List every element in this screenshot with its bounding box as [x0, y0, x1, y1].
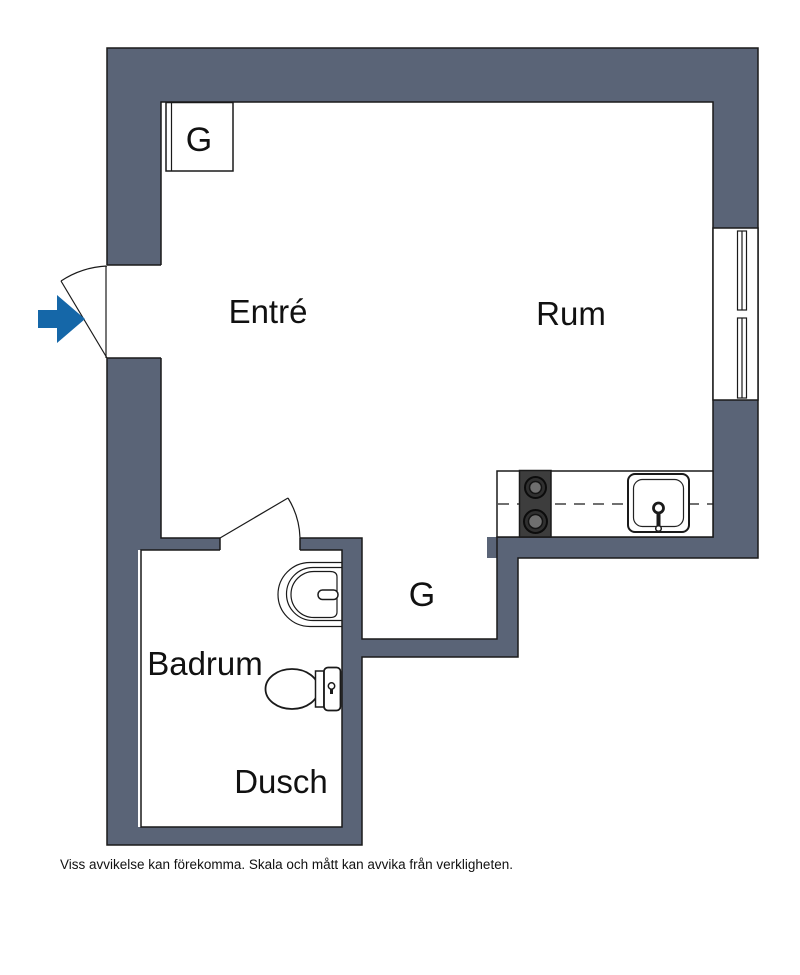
outline-exterior [106, 47, 759, 846]
faucet-stem [656, 511, 661, 527]
entry-arrow-icon [38, 295, 85, 343]
wall-entre-bottom-left [107, 538, 220, 550]
toilet [264, 666, 342, 712]
toilet-flush-stem [330, 688, 333, 694]
disclaimer-text: Viss avvikelse kan förekomma. Skala och … [60, 857, 513, 872]
toilet-seat-hinge [314, 670, 325, 708]
outline-entry-jambs [107, 264, 161, 359]
wall-badrum-left [107, 538, 138, 845]
bathroom-sink [277, 561, 342, 628]
badrum-door [219, 497, 301, 539]
bathroom-sink-outer [277, 561, 342, 628]
label-rum: Rum [536, 295, 606, 332]
wardrobe-outline [165, 101, 234, 172]
wall-right-lower [713, 400, 758, 558]
faucet-foot [654, 524, 663, 533]
label-entre: Entré [229, 293, 308, 330]
toilet-flush-button [327, 682, 336, 690]
kitchen-sink [627, 473, 690, 533]
entry-door-swing-arc [60, 265, 108, 282]
wall-kitchen-left [497, 537, 518, 657]
stove [518, 469, 552, 538]
bathroom-sink-tap [317, 589, 339, 601]
badrum-door-leaf [219, 497, 289, 539]
toilet-bowl [264, 668, 320, 710]
burner-top-inner [528, 480, 543, 495]
wall-top [107, 48, 758, 102]
wall-kitchen-bottom [487, 537, 758, 558]
bathroom-sink-bowl [290, 570, 338, 619]
wall-badrum-bottom [107, 827, 362, 845]
kitchen-counter [496, 469, 714, 538]
label-badrum: Badrum [147, 645, 263, 682]
burner-bottom-inner [527, 513, 544, 530]
wall-right-upper [713, 102, 758, 228]
window [712, 227, 759, 401]
outline-badrum-interior [140, 538, 343, 828]
label-garderob-hall: G [409, 576, 435, 614]
wall-left-upper [107, 102, 161, 265]
walls [107, 48, 758, 845]
wall-left-mid [107, 358, 161, 538]
window-frame [712, 227, 759, 401]
badrum-door-swing-arc [287, 497, 301, 539]
faucet-knob [652, 501, 665, 515]
wall-entre-bottom-right [300, 538, 362, 550]
room-labels: G Entré Rum G Badrum Dusch [147, 121, 606, 800]
label-dusch: Dusch [234, 763, 328, 800]
wall-hall-bottom [342, 639, 518, 657]
label-garderob-entre: G [186, 121, 212, 159]
bathroom-sink-inner [285, 566, 342, 622]
wall-badrum-right [342, 550, 362, 845]
wardrobe-box [165, 101, 234, 172]
